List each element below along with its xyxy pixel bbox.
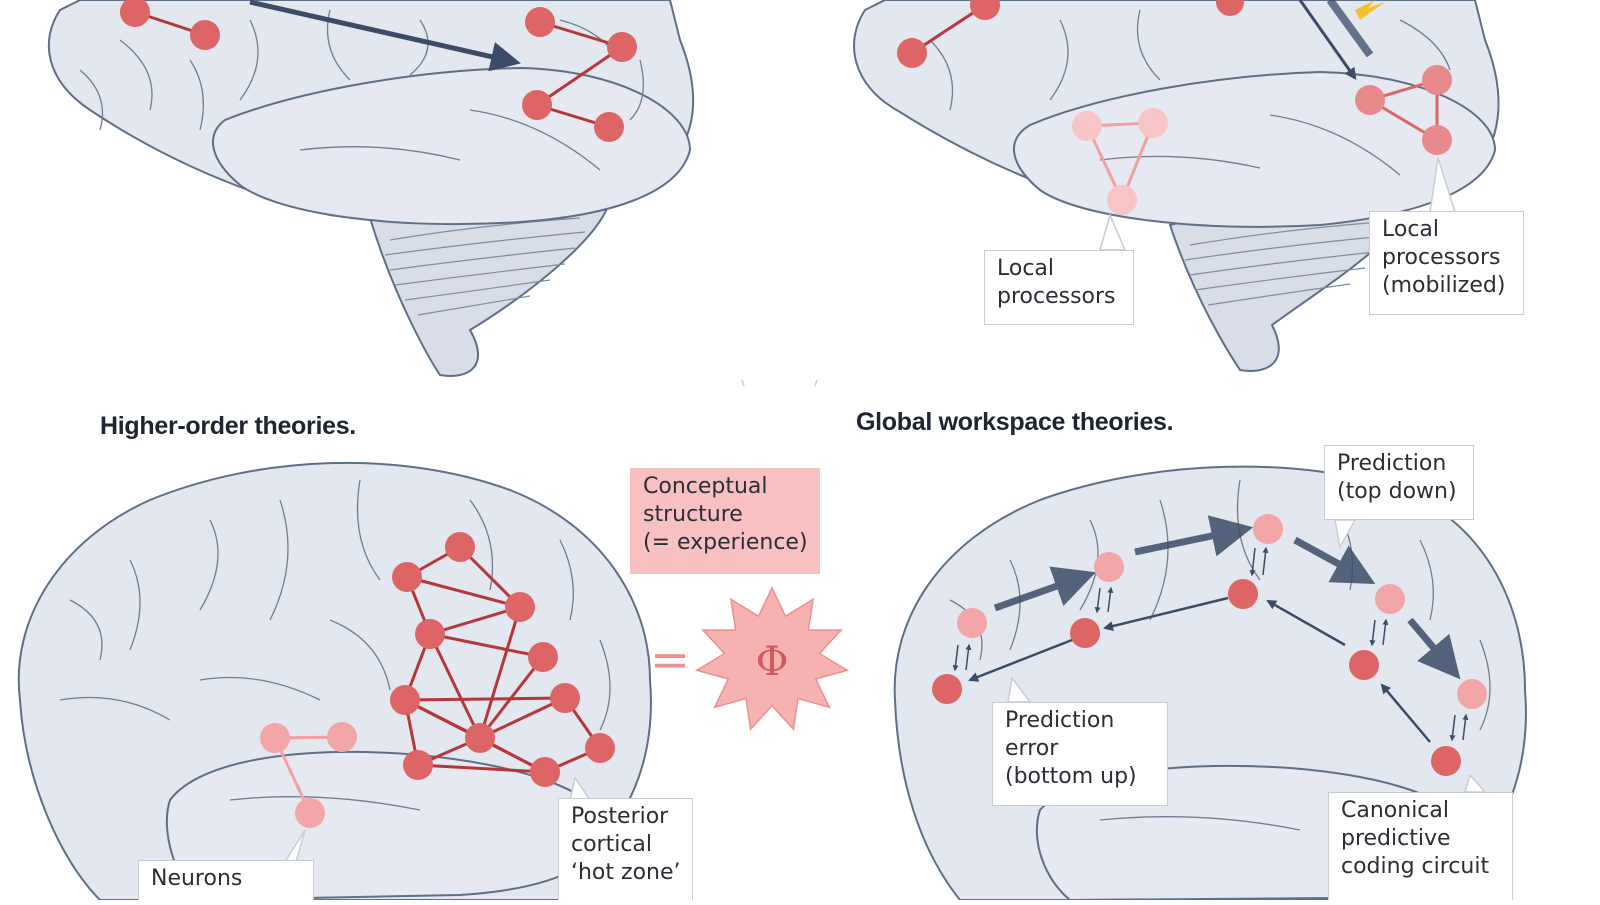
equals-sign: = — [650, 632, 690, 688]
node — [295, 798, 325, 828]
label-local-processors: Local processors — [984, 250, 1134, 325]
phi-symbol: Φ — [756, 639, 789, 685]
label-neurons: Neurons — [138, 860, 314, 900]
label-posterior-hot-zone: Posterior cortical ‘hot zone’ — [558, 798, 693, 900]
node — [1107, 185, 1137, 215]
brain-top-left — [47, 0, 695, 377]
node — [260, 723, 290, 753]
brain-top-right — [853, 0, 1500, 372]
arrow — [1298, 0, 1357, 80]
node — [1138, 108, 1168, 138]
node — [327, 722, 357, 752]
label-canonical-circuit: Canonical predictive coding circuit — [1328, 792, 1513, 900]
label-prediction-top-down: Prediction (top down) — [1324, 445, 1474, 520]
label-conceptual-structure: Conceptual structure (= experience) — [630, 468, 820, 574]
node — [525, 7, 555, 37]
node — [897, 38, 927, 68]
arrow-broadcast — [1326, 0, 1374, 58]
decor — [741, 379, 818, 387]
label-prediction-error: Prediction error (bottom up) — [992, 702, 1168, 806]
node — [970, 0, 1000, 20]
node — [120, 0, 150, 27]
predictive-nodes — [932, 514, 1487, 776]
node — [1422, 65, 1452, 95]
node — [607, 32, 637, 62]
node — [1422, 125, 1452, 155]
node — [1355, 85, 1385, 115]
top-down-arrows — [993, 515, 1461, 680]
sulci — [79, 9, 644, 171]
node — [190, 20, 220, 50]
node — [594, 112, 624, 142]
title-higher-order: Higher-order theories. — [100, 412, 356, 440]
reciprocal-arrows — [952, 546, 1469, 742]
bottom-up-arrows — [968, 596, 1431, 743]
arrow — [249, 0, 521, 72]
sulci — [59, 479, 611, 811]
lightning-icon — [1355, 0, 1385, 20]
node — [1216, 0, 1244, 16]
brain-bottom-left — [17, 461, 652, 902]
hot-zone-nodes — [390, 532, 615, 787]
label-local-processors-mobilized: Local processors (mobilized) — [1369, 211, 1524, 315]
node — [1072, 111, 1102, 141]
node — [522, 90, 552, 120]
title-global-workspace: Global workspace theories. — [856, 408, 1174, 436]
phi-star-icon: Φ — [694, 586, 850, 731]
